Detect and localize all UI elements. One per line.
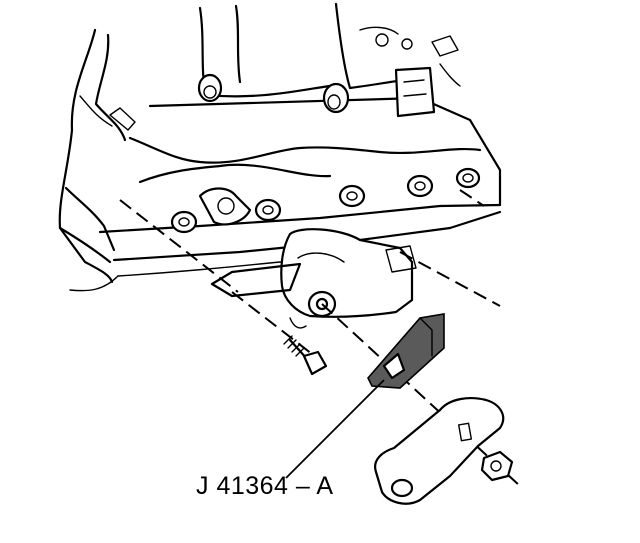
mounting-bolt bbox=[283, 335, 328, 376]
callout-leader-line bbox=[285, 379, 385, 479]
bracket-plate bbox=[210, 262, 302, 298]
tool-callout-label: J 41364 – A bbox=[196, 472, 334, 500]
alignment-lines bbox=[119, 189, 521, 487]
position-switch bbox=[280, 228, 417, 329]
alignment-tool bbox=[367, 313, 445, 389]
shift-lever bbox=[374, 397, 505, 505]
shift-lever-nut bbox=[480, 450, 514, 482]
transmission-housing bbox=[58, 2, 502, 292]
